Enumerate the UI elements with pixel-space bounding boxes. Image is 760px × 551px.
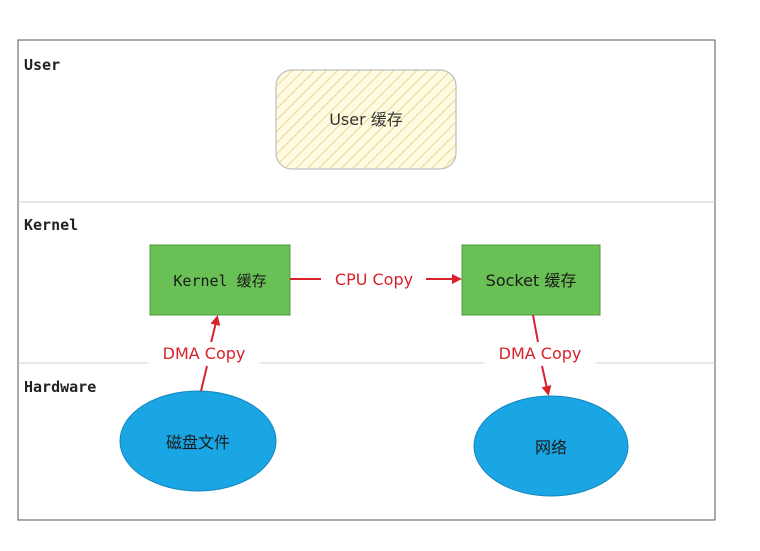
dma-copy-right-line-lower <box>541 365 552 396</box>
dma-copy-left-line-lower <box>200 365 208 392</box>
dma-copy-left-label: DMA Copy <box>163 344 246 363</box>
dma-copy-left-line-upper <box>210 315 221 344</box>
kernel-cache-label: Kernel 缓存 <box>173 272 266 290</box>
dma-copy-left-label-bg <box>148 342 260 364</box>
kernel-cache-node: Kernel 缓存 <box>149 244 291 316</box>
socket-cache-box <box>461 244 601 316</box>
disk-file-label: 磁盘文件 <box>166 433 230 452</box>
user-cache-label: User 缓存 <box>329 110 403 129</box>
layer-label-hardware: Hardware <box>24 378 96 396</box>
dma-copy-right-label-bg <box>484 342 596 364</box>
dma-copy-right-label: DMA Copy <box>499 344 582 363</box>
socket-cache-label: Socket 缓存 <box>486 271 577 290</box>
network-label: 网络 <box>535 438 567 457</box>
disk-file-node: 磁盘文件 <box>119 390 277 492</box>
disk-file-ellipse <box>119 390 277 492</box>
network-node: 网络 <box>473 395 629 497</box>
user-cache-box <box>275 69 457 170</box>
layer-label-user: User <box>24 56 60 74</box>
dma-copy-edge-right: DMA Copy <box>484 314 596 396</box>
socket-cache-node: Socket 缓存 <box>461 244 601 316</box>
layer-label-kernel: Kernel <box>24 216 78 234</box>
cpu-copy-label: CPU Copy <box>335 270 413 289</box>
cpu-copy-edge: CPU Copy <box>290 270 462 289</box>
kernel-cache-box <box>149 244 291 316</box>
dma-copy-edge-left: DMA Copy <box>148 315 260 392</box>
user-cache-node: User 缓存 <box>275 69 457 170</box>
network-ellipse <box>473 395 629 497</box>
dma-copy-right-line-upper <box>532 314 539 343</box>
